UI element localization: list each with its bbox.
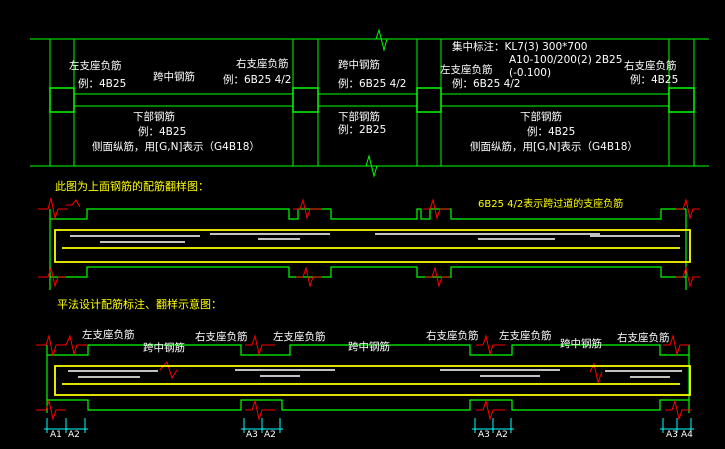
plan-left-bottom-label: 下部钢筋 bbox=[133, 111, 175, 123]
annotated-mid-2: 跨中钢筋 bbox=[348, 341, 390, 353]
plan-left-side-label: 侧面纵筋，用[G,N]表示（G4B18） bbox=[92, 141, 260, 153]
dim-a3-3: A3 bbox=[666, 430, 678, 440]
plan-left-support-label: 左支座负筋 bbox=[69, 60, 122, 72]
plan-middle-mid-example: 例：6B25 4/2 bbox=[338, 78, 407, 90]
annotated-left-support-3: 左支座负筋 bbox=[499, 330, 552, 342]
annotated-break-marks bbox=[36, 334, 692, 421]
plan-left-mid-label: 跨中钢筋 bbox=[153, 71, 195, 83]
plan-right-right-support-label: 右支座负筋 bbox=[624, 60, 677, 72]
plan-left-bottom-example: 例：4B25 bbox=[138, 126, 187, 138]
dim-a1: A1 bbox=[50, 430, 62, 440]
annotated-left-support-1: 左支座负筋 bbox=[82, 329, 135, 341]
layout-rebars bbox=[54, 229, 691, 263]
plan-right-right-support-example: 例：4B25 bbox=[630, 74, 679, 86]
dim-a3-2: A3 bbox=[478, 430, 490, 440]
dim-a3-1: A3 bbox=[246, 430, 258, 440]
dim-a2-2: A2 bbox=[264, 430, 276, 440]
plan-right-left-support-example: 例：6B25 4/2 bbox=[452, 78, 521, 90]
annotated-mid-1: 跨中钢筋 bbox=[143, 342, 185, 354]
plan-left-right-support-label: 右支座负筋 bbox=[236, 58, 289, 70]
annotated-right-support-2: 右支座负筋 bbox=[426, 330, 479, 342]
annotated-right-support-3: 右支座负筋 bbox=[617, 332, 670, 344]
plan-right-bottom-label: 下部钢筋 bbox=[520, 111, 562, 123]
layout-break-marks bbox=[38, 197, 700, 288]
plan-collect-title: 集中标注：KL7(3) 300*700 bbox=[452, 41, 588, 53]
layout-support-bars bbox=[70, 233, 680, 243]
annotated-rebars bbox=[54, 365, 691, 396]
annotated-support-bars bbox=[68, 369, 682, 378]
plan-middle-mid-label: 跨中钢筋 bbox=[338, 59, 380, 71]
plan-elevation-label: (-0.100) bbox=[509, 67, 552, 79]
annotated-heading: 平法设计配筋标注、翻样示意图： bbox=[57, 298, 222, 311]
annotated-right-support-1: 右支座负筋 bbox=[195, 331, 248, 343]
plan-right-bottom-example: 例：4B25 bbox=[527, 126, 576, 138]
plan-left-right-support-example: 例：6B25 4/2 bbox=[223, 74, 292, 86]
annotated-mid-3: 跨中钢筋 bbox=[560, 338, 602, 350]
layout-beam bbox=[49, 208, 687, 290]
annotated-left-support-2: 左支座负筋 bbox=[273, 331, 326, 343]
plan-middle-bottom-example: 例：2B25 bbox=[338, 124, 387, 136]
layout-note: 6B25 4/2表示跨过道的支座负筋 bbox=[478, 199, 624, 210]
plan-columns bbox=[49, 87, 695, 113]
dim-a4: A4 bbox=[681, 430, 693, 440]
dim-a2-1: A2 bbox=[68, 430, 80, 440]
plan-break-marks bbox=[360, 28, 392, 178]
annotated-beam bbox=[46, 344, 690, 413]
layout-heading: 此图为上面钢筋的配筋翻样图： bbox=[55, 180, 209, 193]
plan-stirrup-label: A10-100/200(2) 2B25 bbox=[509, 54, 623, 66]
plan-right-side-label: 侧面纵筋，用[G,N]表示（G4B18） bbox=[470, 141, 638, 153]
plan-left-support-example: 例：4B25 bbox=[78, 78, 127, 90]
dim-a2-3: A2 bbox=[496, 430, 508, 440]
plan-middle-bottom-label: 下部钢筋 bbox=[338, 111, 380, 123]
dimension-lines bbox=[44, 418, 694, 433]
plan-right-left-support-label: 左支座负筋 bbox=[440, 64, 493, 76]
